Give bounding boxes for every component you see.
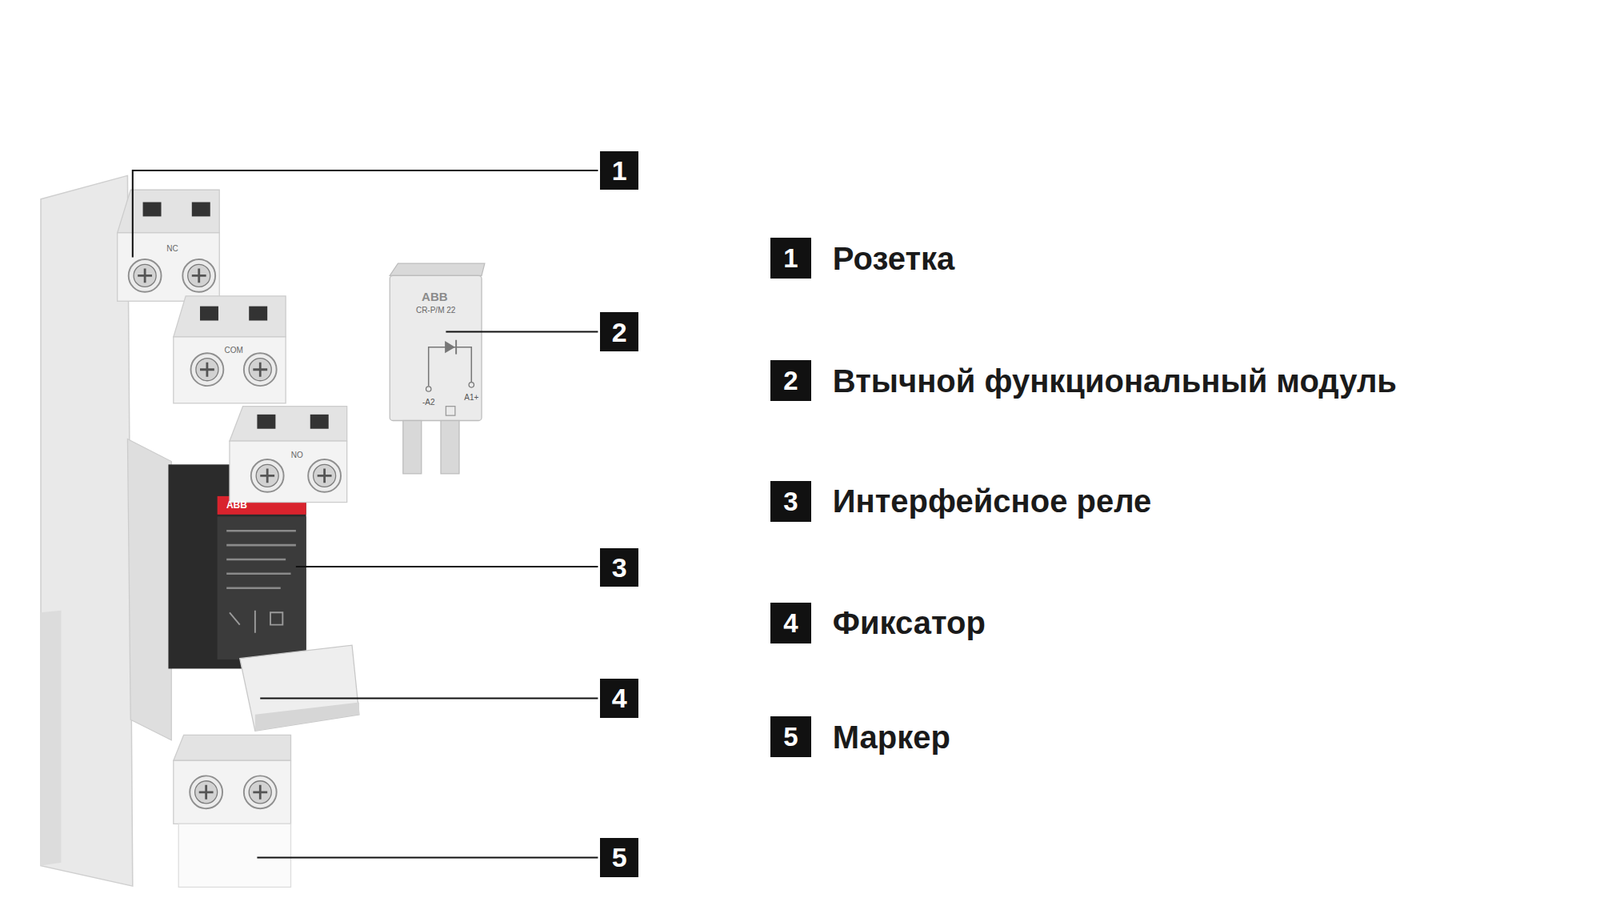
fixator <box>240 644 360 731</box>
legend-item: 2 Втычной функциональный модуль <box>770 360 1397 401</box>
terminal-top <box>173 734 292 760</box>
marker <box>178 823 291 887</box>
terminal-block <box>173 760 292 824</box>
module-body <box>389 275 482 420</box>
diode-wire <box>428 347 472 386</box>
terminal-top <box>229 406 348 441</box>
terminal-top <box>173 296 286 337</box>
part-marking: ABB <box>421 289 448 302</box>
module-top <box>389 263 485 276</box>
callout-number: 2 <box>770 360 812 401</box>
relay-print <box>226 530 296 588</box>
callout-number: 5 <box>770 716 812 757</box>
callout-box: 4 <box>600 678 639 717</box>
leader-lines <box>132 170 599 857</box>
callout-number: 1 <box>600 151 639 190</box>
callout-box: 5 <box>600 837 639 876</box>
callout-number: 3 <box>770 480 812 522</box>
legend-item: 3 Интерфейсное реле <box>770 480 1152 522</box>
callout-number: 2 <box>600 312 639 351</box>
terminal-block <box>173 336 286 404</box>
legend-item: 1 Розетка <box>770 237 955 279</box>
part-name: Интерфейсное реле <box>832 483 1152 519</box>
relay-symbols <box>229 610 283 633</box>
part-marking: NC <box>166 244 178 253</box>
socket-frame <box>127 438 172 740</box>
part-name: Маркер <box>832 719 951 755</box>
module-pin <box>440 420 460 474</box>
part-name: Втычной функциональный модуль <box>832 363 1397 399</box>
callout-box: 3 <box>600 548 639 587</box>
part-marking: CR-P/M 22 <box>416 306 456 315</box>
callout-box: 2 <box>600 312 639 351</box>
part-marking: NO <box>291 451 304 460</box>
part-marking: COM <box>224 346 243 355</box>
diode-symbol <box>444 340 456 353</box>
part-marking: -A2 <box>422 398 436 407</box>
callout-number: 4 <box>770 602 812 644</box>
callout-number: 5 <box>600 837 639 876</box>
fixator-edge <box>255 702 360 732</box>
terminal-block <box>229 440 348 503</box>
socket-side <box>40 610 62 866</box>
callout-box: 1 <box>600 151 639 190</box>
legend-item: 4 Фиксатор <box>770 602 986 644</box>
module-pin <box>403 420 422 474</box>
part-name: Розетка <box>832 240 956 276</box>
relay-label <box>217 516 307 660</box>
legend-item: 5 Маркер <box>770 716 951 757</box>
part-marking: A1+ <box>464 393 479 402</box>
part-name: Фиксатор <box>832 604 986 640</box>
callout-number: 3 <box>600 548 639 587</box>
callout-number: 1 <box>770 237 812 279</box>
callout-number: 4 <box>600 678 639 717</box>
part-marking: ABB <box>226 500 248 510</box>
